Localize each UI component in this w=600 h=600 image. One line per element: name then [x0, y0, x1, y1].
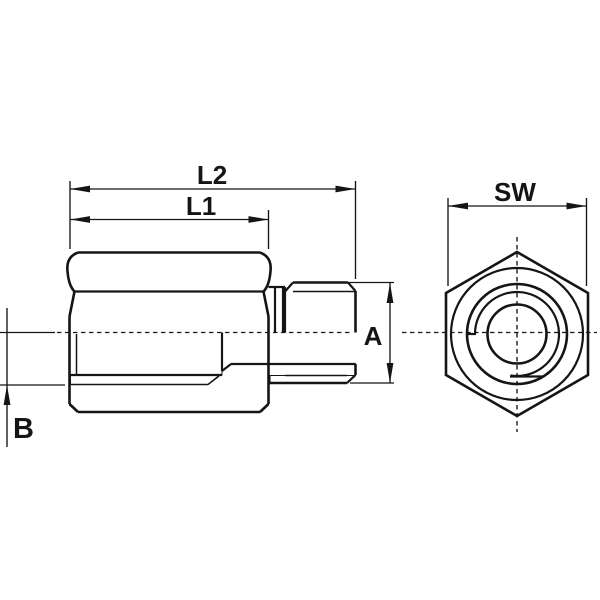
dimension-b: B: [0, 308, 65, 447]
female-thread-runout: [207, 375, 220, 386]
l2-arrow-right: [335, 185, 356, 193]
dimension-sw: SW: [447, 177, 588, 286]
a-arrow-top: [386, 283, 394, 303]
dimension-label-l2: L2: [197, 160, 227, 190]
dimension-label-a: A: [364, 321, 383, 351]
hex-wedge-left: [68, 291, 76, 317]
hex-corner-arc-right: [259, 251, 272, 293]
dimension-label-b: B: [13, 413, 34, 445]
male-chamfer-bottom-right: [346, 374, 357, 384]
bore-end-chamfer: [221, 363, 232, 372]
male-end-outline: [268, 281, 357, 333]
b-arrow: [3, 385, 11, 405]
side-view: [66, 251, 357, 414]
male-thread-band-hatch: [269, 375, 356, 383]
hex-bottom-chamfer-right: [259, 403, 270, 413]
a-arrow-bottom: [386, 363, 394, 383]
thread-minor-arc: [473, 290, 561, 378]
section-lines: [70, 332, 357, 386]
l1-arrow-left: [70, 216, 90, 223]
dimension-a: A: [348, 281, 394, 384]
dimension-l2: L2: [69, 160, 357, 279]
hex-wedge-right: [262, 291, 270, 317]
male-chamfer-top-left: [284, 281, 294, 293]
centerlines: [57, 237, 597, 432]
l1-arrow-right: [248, 216, 269, 223]
female-thread-band-hatch: [70, 375, 221, 385]
dimension-l1: L1: [70, 191, 270, 249]
hex-bottom-chamfer-left: [68, 403, 79, 413]
hex-corner-arc-left: [66, 251, 79, 293]
dimension-label-sw: SW: [494, 177, 536, 207]
sw-arrow-left: [448, 202, 468, 210]
sw-arrow-right: [566, 202, 587, 210]
l2-arrow-left: [70, 185, 90, 193]
dimension-label-l1: L1: [186, 191, 216, 221]
section-hatching: [68, 363, 356, 413]
body-section-hatch: [68, 363, 356, 413]
male-chamfer-top-right: [347, 281, 357, 292]
hex-body-outline: [66, 251, 272, 414]
